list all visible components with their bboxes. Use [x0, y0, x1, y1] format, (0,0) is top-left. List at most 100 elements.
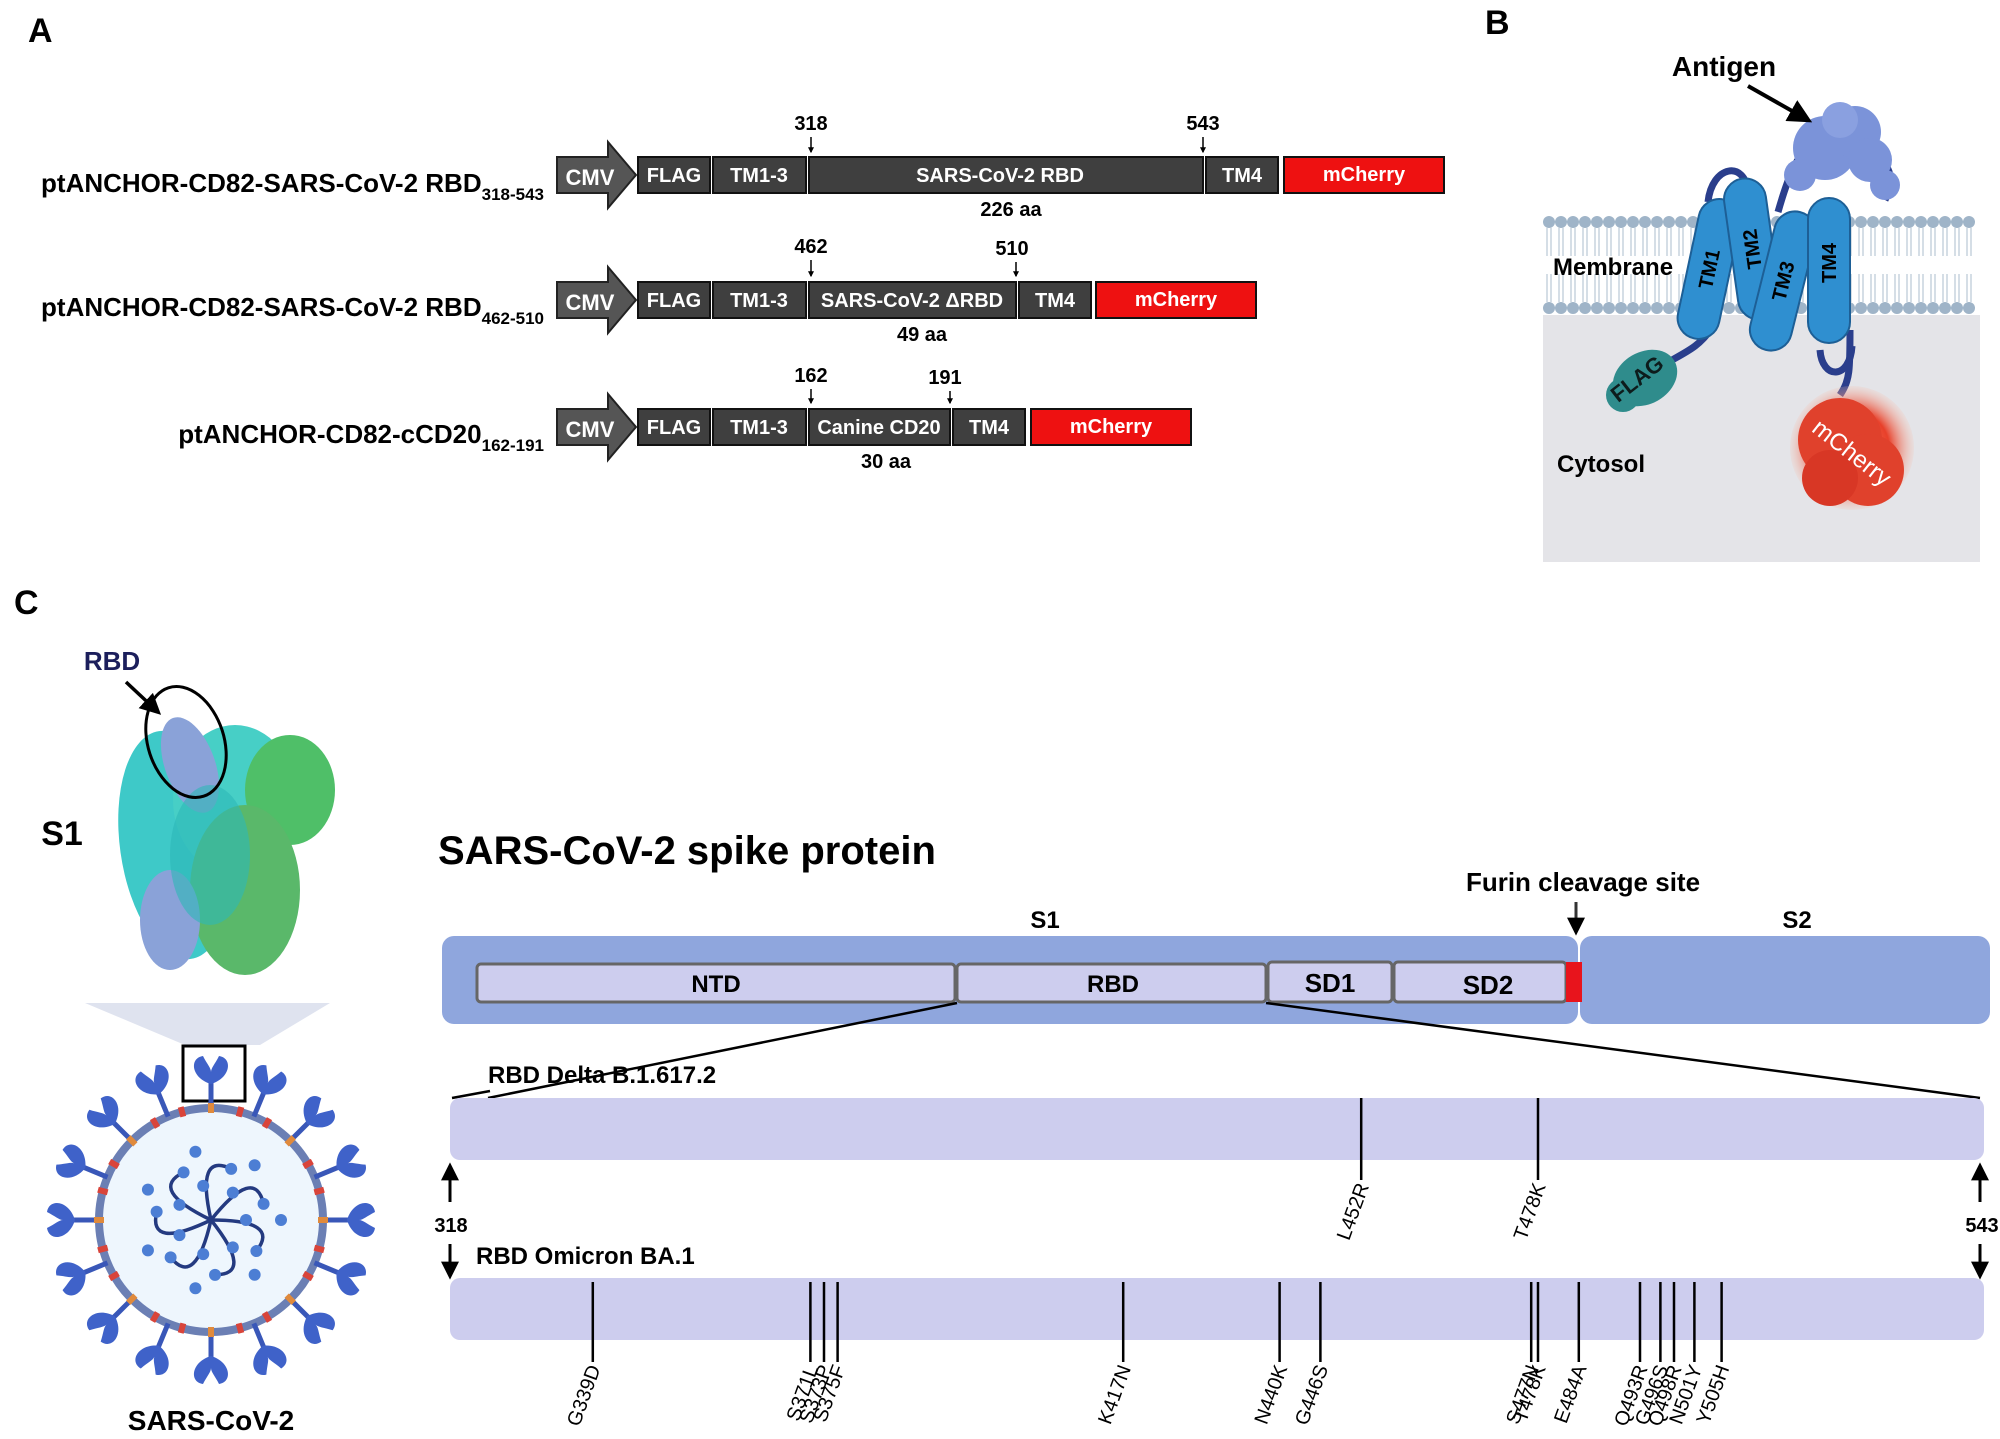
tm1-3-segment: [712, 156, 807, 194]
tm4-segment: [952, 408, 1026, 446]
mutation-label: K417N: [1094, 1362, 1136, 1427]
panel-c-label: C: [14, 584, 39, 622]
range-start-label: 318: [434, 1215, 467, 1237]
zoom-box: [181, 1044, 247, 1103]
start-position: 318: [794, 113, 827, 135]
virion-spike: [193, 1056, 229, 1108]
mutation-label: L452R: [1333, 1180, 1374, 1243]
mcherry-segment: [1095, 281, 1257, 319]
cytosol-label: Cytosol: [1557, 451, 1645, 478]
expansion-line-left: [487, 1001, 958, 1100]
mcherry-segment: [1030, 408, 1192, 446]
antigen-arrow: [1747, 84, 1813, 123]
cmv-label: CMV: [566, 290, 615, 315]
omicron-rbd-bar: [450, 1278, 1984, 1340]
delta-rbd-bar: [450, 1098, 1984, 1160]
antigen-blob: [1784, 102, 1900, 200]
insert-label: SARS-CoV-2 RBD: [916, 165, 1084, 187]
omicron-label: RBD Omicron BA.1: [476, 1243, 695, 1270]
antigen-label: Antigen: [1672, 51, 1776, 82]
insert-length: 30 aa: [861, 451, 912, 473]
insert-length: 226 aa: [980, 199, 1042, 221]
start-position: 462: [794, 236, 827, 258]
virion-spike: [56, 1260, 109, 1296]
insert-label: SARS-CoV-2 ΔRBD: [821, 290, 1003, 312]
zoom-connector: [85, 1003, 330, 1045]
tm1-3-label: TM1-3: [730, 165, 788, 187]
virion-spike: [313, 1144, 366, 1180]
virion-label: SARS-CoV-2: [128, 1405, 294, 1436]
insert-length: 49 aa: [897, 324, 948, 346]
s2-label: S2: [1782, 907, 1811, 934]
sd2-label: SD2: [1463, 970, 1514, 1000]
virion-spike: [87, 1297, 134, 1344]
tm3-helix: TM3: [1748, 210, 1818, 352]
s2-region: [1580, 936, 1990, 1024]
construct-3-name: ptANCHOR-CD82-cCD20162-191: [178, 419, 544, 455]
membrane-topology-schematic: Membrane Cytosol TM1 TM2 TM3 TM4: [1543, 51, 1980, 562]
cmv-promoter-arrow: [556, 264, 638, 336]
rbd-highlight-circle: [144, 685, 228, 799]
mcherry-protein: mCherry: [1790, 386, 1914, 510]
flag-segment: [637, 408, 711, 446]
rbd-domain: [955, 962, 1268, 1004]
insert-label: Canine CD20: [817, 417, 940, 439]
end-position: 510: [995, 238, 1028, 260]
mcherry-label: mCherry: [1070, 416, 1153, 438]
furin-label: Furin cleavage site: [1466, 867, 1700, 897]
mcherry-label: mCherry: [1323, 164, 1406, 186]
s1-structure-label: S1: [41, 815, 83, 853]
tm1-3-label: TM1-3: [730, 417, 788, 439]
start-position: 162: [794, 365, 827, 387]
end-position: 191: [928, 367, 961, 389]
mutation-label: E484A: [1550, 1362, 1591, 1427]
s1-label: S1: [1030, 907, 1059, 934]
construct-2-name: ptANCHOR-CD82-SARS-CoV-2 RBD462-510: [41, 292, 544, 328]
flag-label: FLAG: [647, 417, 701, 439]
rbd-pointer-arrow: [124, 680, 162, 715]
delta-label-tick: [451, 1089, 491, 1100]
insert-segment: [808, 281, 1017, 319]
construct-3: ptANCHOR-CD82-cCD20162-191 CMV FLAG TM1-…: [178, 365, 1192, 473]
virion-spike: [251, 1065, 287, 1118]
flag-label: FLAG: [647, 165, 701, 187]
end-position: 543: [1186, 113, 1219, 135]
construct-1: ptANCHOR-CD82-SARS-CoV-2 RBD318-543 CMV …: [41, 113, 1445, 221]
insert-segment: [808, 408, 951, 446]
range-end-label: 543: [1965, 1215, 1998, 1237]
virion-spike: [135, 1322, 171, 1375]
tm4-label: TM4: [1035, 290, 1076, 312]
rbd-structure-label: RBD: [84, 646, 140, 676]
mcherry-label: mCherry: [1135, 289, 1218, 311]
ntd-label: NTD: [691, 971, 740, 998]
mutation-label: G446S: [1291, 1362, 1333, 1428]
virion-spike: [251, 1322, 287, 1375]
virion-spike: [288, 1297, 335, 1344]
tm1-3-segment: [712, 281, 807, 319]
membrane-label: Membrane: [1553, 254, 1673, 281]
tm4-segment: [1018, 281, 1092, 319]
mcherry-segment: [1283, 156, 1445, 194]
tm4-helix: TM4: [1807, 197, 1851, 344]
construct-2: ptANCHOR-CD82-SARS-CoV-2 RBD462-510 CMV …: [41, 236, 1257, 346]
flag-tag: FLAG: [1606, 349, 1678, 412]
cmv-label: CMV: [566, 417, 615, 442]
flag-segment: [637, 281, 711, 319]
tm1-3-segment: [712, 408, 807, 446]
rbd-label: RBD: [1087, 971, 1139, 998]
expansion-line-right: [1265, 1001, 1981, 1100]
virion-spike: [193, 1332, 229, 1384]
panel-a-label: A: [28, 12, 53, 50]
tm4-label: TM4: [969, 417, 1010, 439]
svg-text:TM4: TM4: [1819, 242, 1841, 283]
ntd-domain: [475, 962, 957, 1004]
cmv-promoter-arrow: [556, 391, 638, 463]
virion-spike: [56, 1144, 109, 1180]
cmv-label: CMV: [566, 165, 615, 190]
virion-spike: [288, 1096, 335, 1143]
cmv-promoter-arrow: [556, 139, 638, 211]
flag-segment: [637, 156, 711, 194]
tm4-label: TM4: [1222, 165, 1263, 187]
